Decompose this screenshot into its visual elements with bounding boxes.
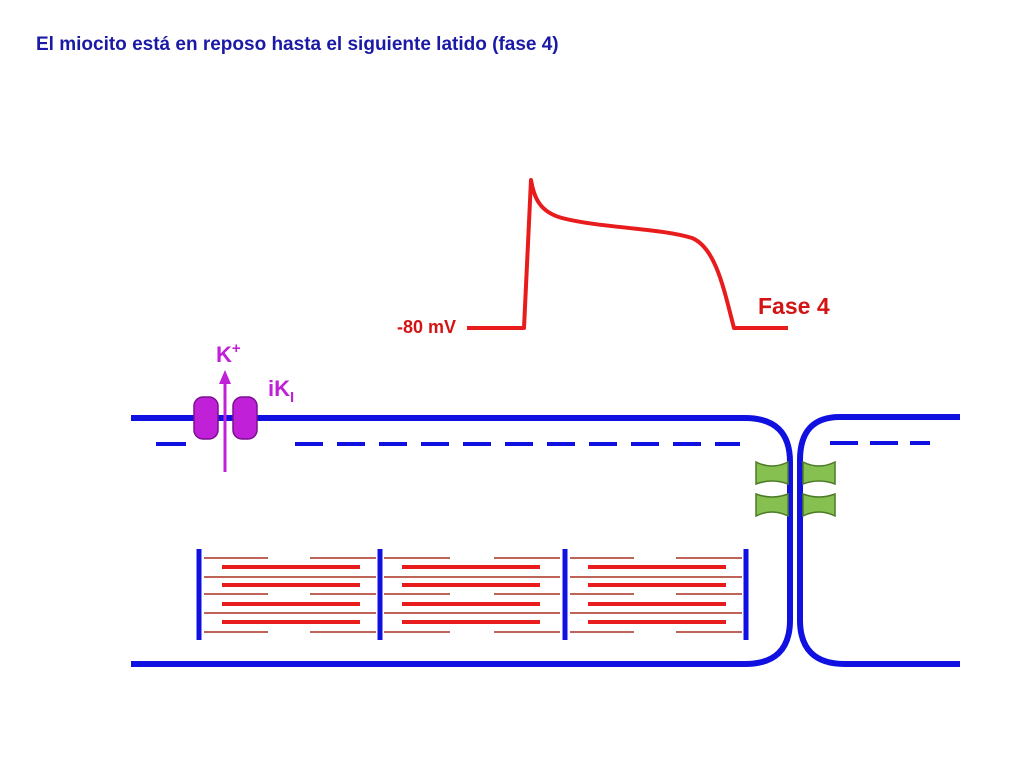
gap-junction-icon <box>755 460 836 518</box>
ion-label-symbol: K <box>216 342 232 367</box>
z-lines <box>196 549 749 640</box>
ion-label: K+ <box>216 340 241 367</box>
cell-membrane-left <box>131 415 793 667</box>
current-label-main: iK <box>268 376 290 401</box>
ion-label-charge: + <box>232 340 241 357</box>
resting-potential-label: -80 mV <box>397 317 456 337</box>
action-potential-curve <box>467 178 788 330</box>
slide-title: El miocito está en reposo hasta el sigui… <box>36 34 559 55</box>
ion-channel-icon <box>193 396 258 440</box>
phase-label: Fase 4 <box>758 293 830 319</box>
sarcomere-array <box>196 549 749 640</box>
cell-membrane-right <box>797 414 960 667</box>
thick-filaments <box>222 565 726 624</box>
thin-filaments <box>204 557 742 633</box>
current-label: iKI <box>268 376 294 406</box>
current-label-subscript: I <box>290 389 294 406</box>
arrow-up-icon <box>219 370 231 472</box>
